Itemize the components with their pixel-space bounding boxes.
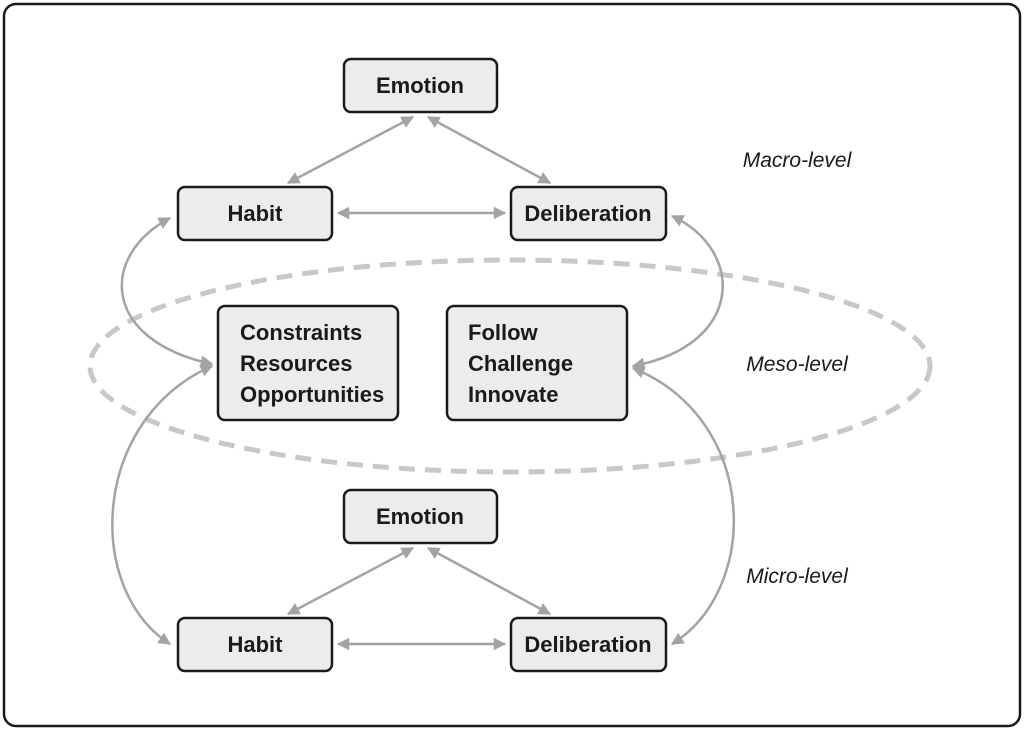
meso-left-item: Resources (240, 351, 353, 376)
macro-level-label: Macro-level (743, 149, 853, 172)
arrow-macro-emotion-deliberation (426, 115, 552, 185)
micro-deliberation-box: Deliberation (509, 616, 668, 673)
micro-level-label: Micro-level (746, 565, 849, 588)
meso-right-item: Innovate (468, 382, 558, 407)
macro-habit-box: Habit (176, 185, 334, 242)
constraints-box: Constraints Resources Opportunities (216, 304, 400, 422)
arrow-micro-emotion-deliberation (426, 546, 552, 616)
meso-right-item: Follow (468, 320, 539, 345)
macro-deliberation-label: Deliberation (524, 201, 651, 226)
arrow-constraints-micro-habit (111, 364, 214, 646)
micro-emotion-box: Emotion (342, 488, 499, 545)
macro-deliberation-box: Deliberation (509, 185, 668, 242)
arrow-habit-constraints (120, 216, 214, 368)
micro-deliberation-label: Deliberation (524, 632, 651, 657)
follow-box: Follow Challenge Innovate (445, 304, 629, 422)
arrow-follow-micro-deliberation (631, 366, 735, 646)
micro-habit-label: Habit (228, 632, 284, 657)
arrow-macro-emotion-habit (286, 115, 415, 185)
macro-emotion-label: Emotion (376, 73, 464, 98)
meso-level-label: Meso-level (746, 353, 849, 376)
macro-emotion-box: Emotion (342, 57, 499, 114)
arrows (111, 115, 735, 651)
meso-left-item: Constraints (240, 320, 362, 345)
meso-level-ellipse (87, 257, 933, 475)
micro-emotion-label: Emotion (376, 504, 464, 529)
micro-habit-box: Habit (176, 616, 334, 673)
meso-right-item: Challenge (468, 351, 573, 376)
macro-habit-label: Habit (228, 201, 284, 226)
arrow-deliberation-follow (631, 214, 724, 371)
meso-left-item: Opportunities (240, 382, 384, 407)
arrow-micro-emotion-habit (286, 546, 415, 616)
